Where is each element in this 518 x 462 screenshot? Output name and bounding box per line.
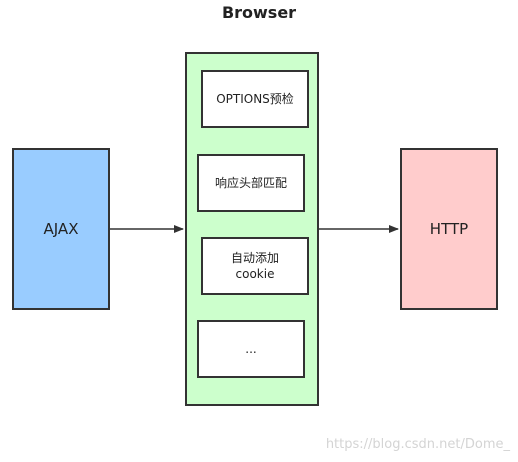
browser-title: Browser [221,3,297,22]
ajax-node: AJAX [12,148,110,310]
options-preflight-step: OPTIONS预检 [201,70,309,128]
http-node: HTTP [400,148,498,310]
response-header-match-label: 响应头部匹配 [214,176,287,190]
more-steps-label: ... [245,342,257,356]
auto-add-cookie-label: 自动添加 cookie [230,251,279,281]
response-header-match-step: 响应头部匹配 [197,154,305,212]
source-watermark: https://blog.csdn.net/Dome_ [325,437,510,452]
options-preflight-label: OPTIONS预检 [216,92,294,106]
auto-add-cookie-step: 自动添加 cookie [201,237,309,295]
more-steps-placeholder: ... [197,320,305,378]
http-label: HTTP [429,220,469,238]
ajax-label: AJAX [43,220,79,238]
